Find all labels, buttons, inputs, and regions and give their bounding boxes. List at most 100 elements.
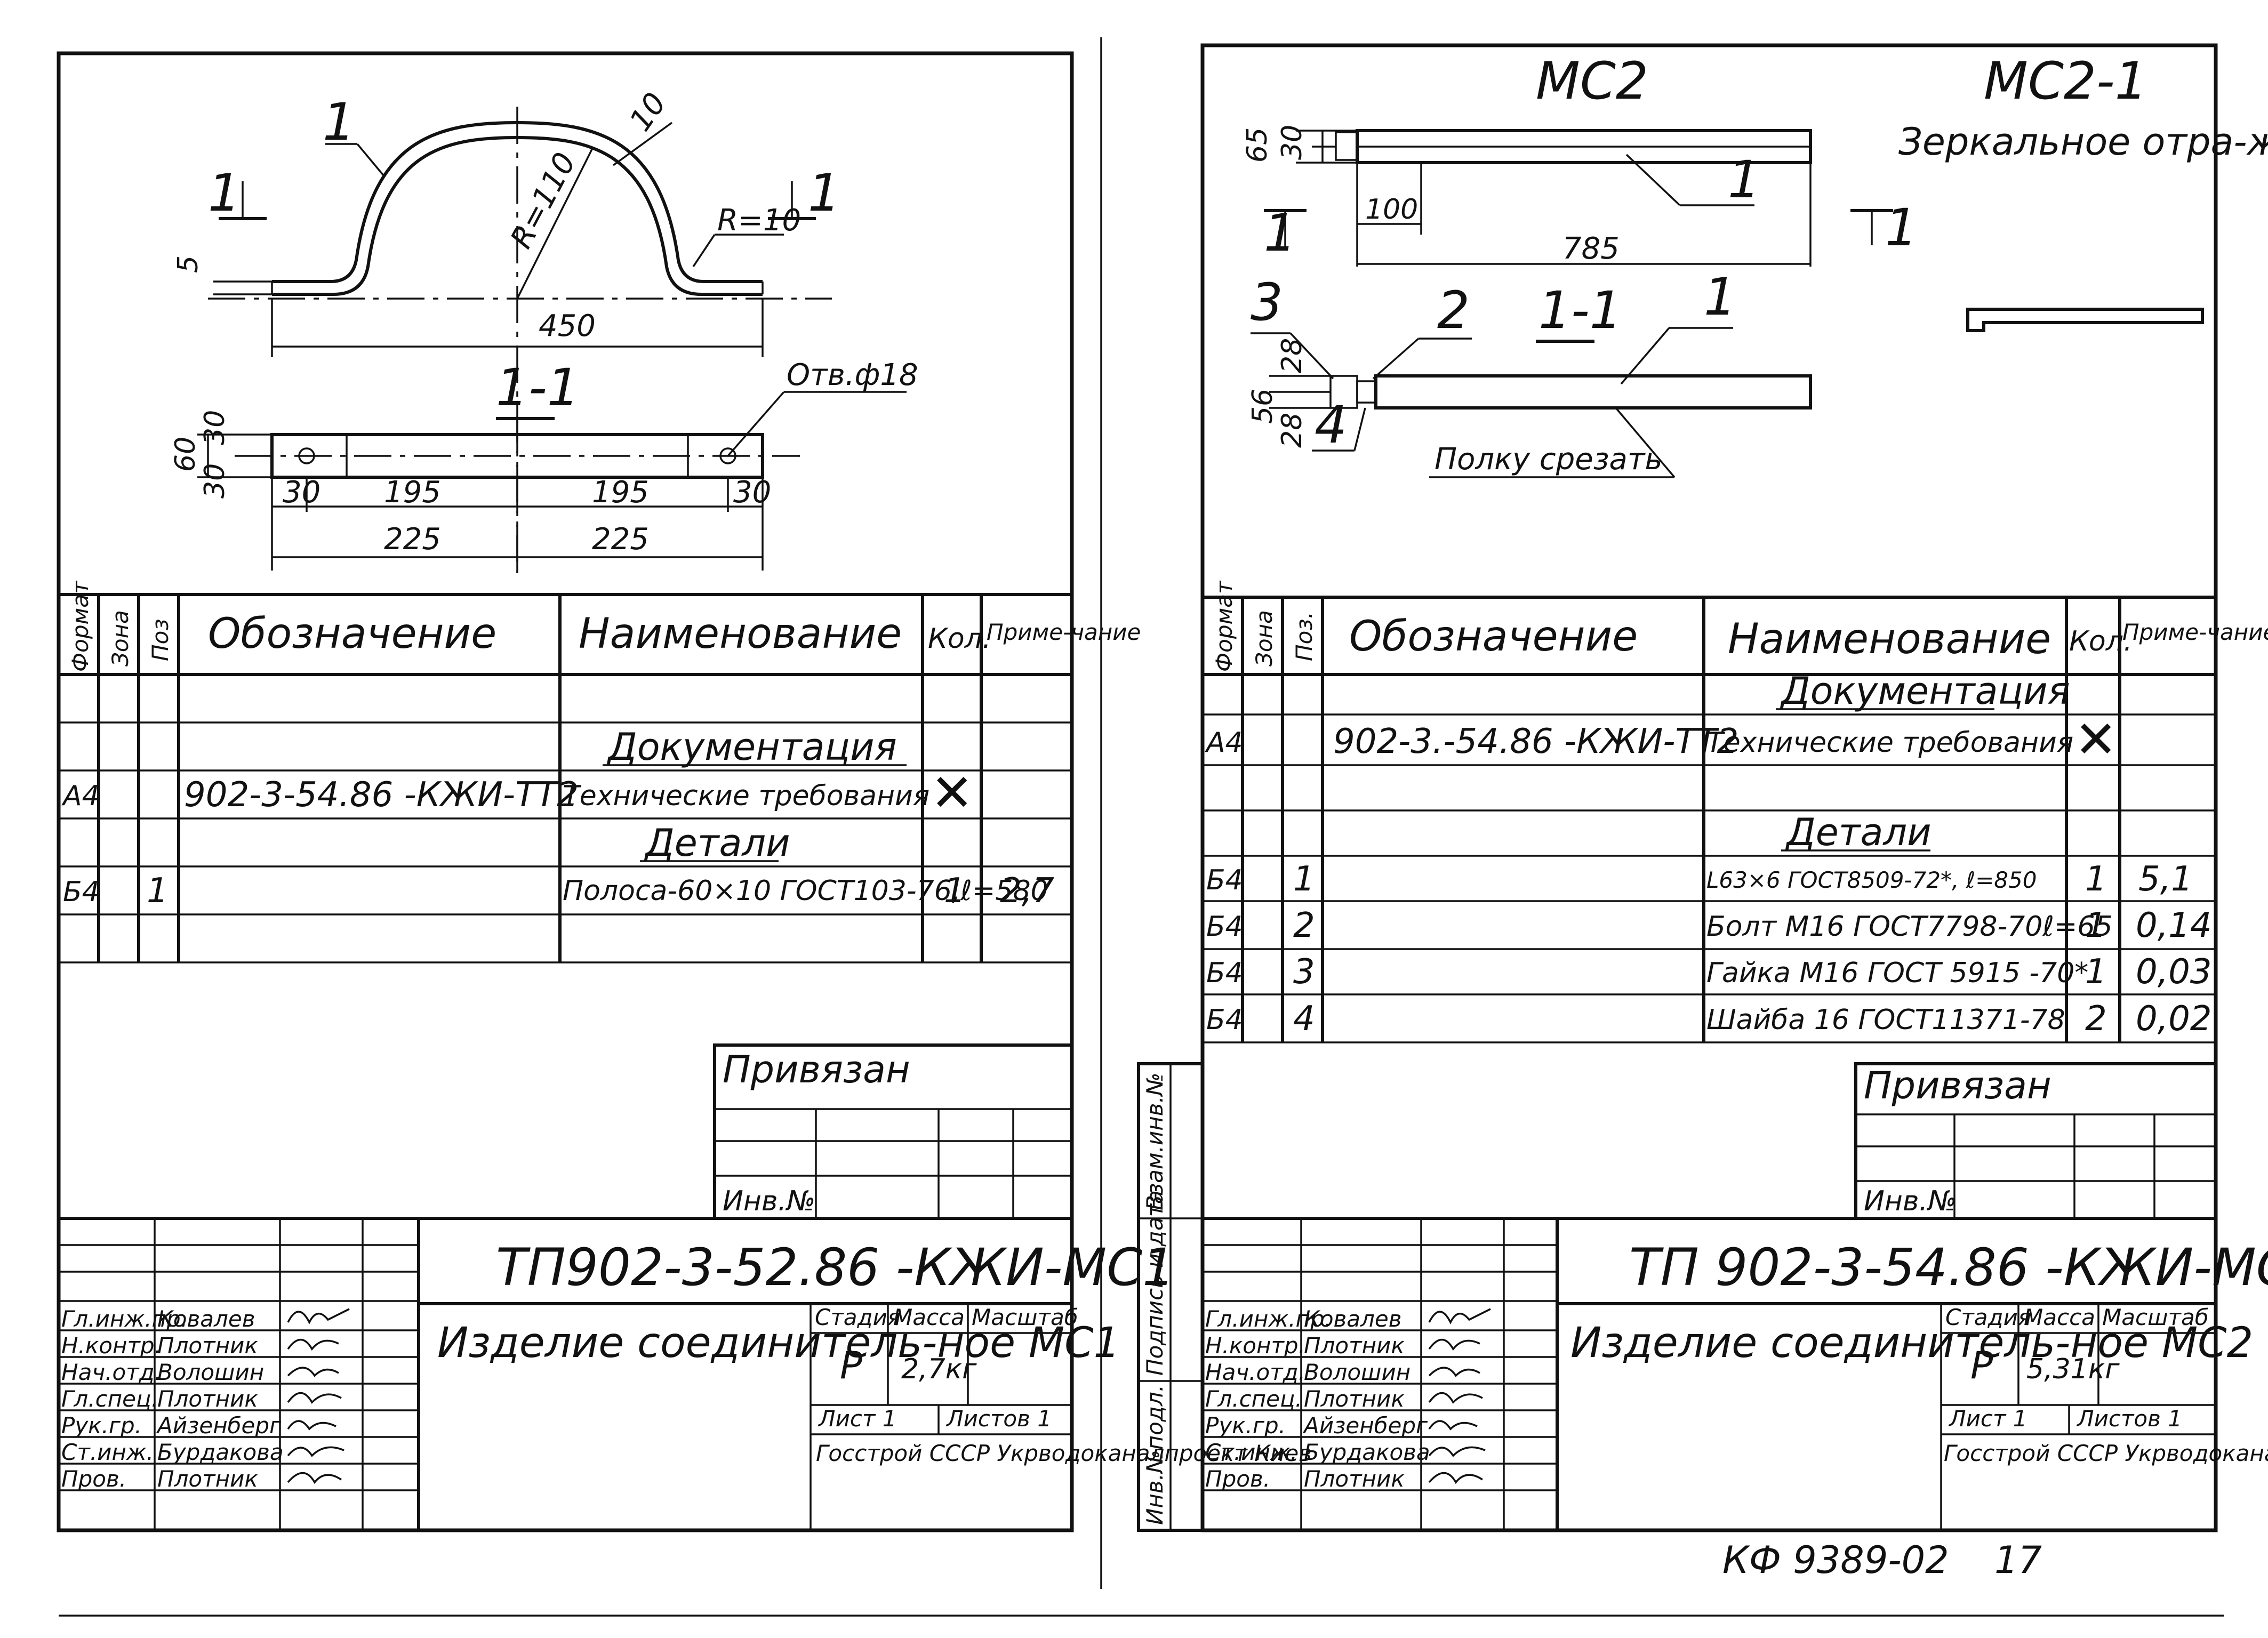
mirror-angle-sketch xyxy=(1966,308,2204,332)
side-label-podpis: Подпись и дата xyxy=(1142,1190,1168,1376)
dim-28-top: 28 xyxy=(1276,338,1308,373)
doc-qty-mark: ✕ xyxy=(931,763,973,823)
role-4: Рук.гр. xyxy=(1205,1412,1286,1439)
left-frame xyxy=(57,51,1074,1532)
dim-225-left: 225 xyxy=(384,522,441,557)
part-2-note: 0,03 xyxy=(2136,952,2212,992)
hole-note: Отв.ф18 xyxy=(787,358,918,392)
mass-value: 5,31кг xyxy=(2026,1353,2120,1385)
name-1: Плотник xyxy=(1304,1332,1405,1359)
mass-label: Масса xyxy=(2024,1304,2095,1330)
sheet-count: Листов 1 xyxy=(2076,1406,2182,1432)
side-label-inv-podl: Инв.№подл. xyxy=(1142,1385,1168,1525)
signature-2 xyxy=(287,1367,339,1377)
radius-small-label: R=10 xyxy=(717,203,801,238)
side-label-vzam: Взам.инв.№ xyxy=(1142,1073,1168,1210)
dim-56: 56 xyxy=(1247,389,1279,424)
right-title-block: ТП 902-3-54.86 -КЖИ-МС2 Изделие соединит… xyxy=(1203,1217,2268,1530)
hdr-format: Формат xyxy=(1211,580,1237,672)
part-0-name: L63×6 ГОСТ8509-72*, ℓ=850 xyxy=(1706,867,2037,893)
hdr-designation: Обозначение xyxy=(208,610,496,658)
footer-page: 17 xyxy=(1994,1538,2042,1582)
right-frame xyxy=(1200,43,2218,1532)
hdr-note: Приме-чание xyxy=(2122,619,2268,645)
doc-name: Технические требования xyxy=(1706,727,2073,759)
doc-format: А4 xyxy=(61,780,100,812)
role-1: Н.контр. xyxy=(61,1332,162,1359)
role-4: Рук.гр. xyxy=(61,1412,142,1439)
part-3-note: 0,02 xyxy=(2136,999,2212,1039)
name-5: Бурдакова xyxy=(1304,1439,1430,1465)
doc-designation: 902-3-54.86 -КЖИ-ТТ2 xyxy=(184,775,579,815)
part-3-qty: 2 xyxy=(2085,999,2107,1039)
mass-value: 2,7кг xyxy=(901,1353,977,1385)
role-2: Нач.отд. xyxy=(1205,1359,1305,1385)
dim-65: 65 xyxy=(1241,127,1273,163)
name-0: Ковалев xyxy=(1304,1306,1401,1332)
right-sheet: МС2 МС2-1 Зеркальное отра-жение. Остальн… xyxy=(1137,43,2268,1582)
part-2-pos: 3 xyxy=(1293,952,1315,992)
pos-2-label: 2 xyxy=(1437,280,1470,340)
dim-450-label: 450 xyxy=(539,309,596,343)
part-0-pos: 1 xyxy=(1293,860,1315,899)
scale-label: Масштаб xyxy=(972,1304,1078,1330)
doc-name: Технические требования xyxy=(563,780,929,812)
signature-1 xyxy=(1428,1338,1480,1351)
organization: Госстрой СССР Укрводоканалпроект Киев xyxy=(816,1440,1312,1466)
thickness-label: 5 xyxy=(172,255,204,273)
part-format: Б4 xyxy=(63,876,100,908)
name-3: Плотник xyxy=(1304,1386,1405,1412)
name-1: Плотник xyxy=(157,1332,258,1359)
name-4: Айзенберг xyxy=(156,1412,282,1439)
scale-label: Масштаб xyxy=(2102,1304,2209,1330)
right-privyazan-block: Привязан Инв.№ xyxy=(1854,1062,2217,1220)
part-2-format: Б4 xyxy=(1206,957,1243,989)
left-privyazan-block: Привязан Инв.№ xyxy=(713,1043,1073,1220)
part-note: 2,7 xyxy=(1000,871,1054,911)
role-0: Гл.инж.пр. xyxy=(61,1306,188,1332)
dim-30-right: 30 xyxy=(733,475,771,510)
title-mc2-1: МС2-1 xyxy=(1984,51,2147,111)
signature-6 xyxy=(1428,1472,1483,1484)
signature-0 xyxy=(287,1308,350,1324)
dim-h-top: 30 xyxy=(199,410,231,445)
left-spec-table: Формат Зона Поз Обозначение Наименование… xyxy=(59,580,1141,963)
signature-4 xyxy=(1428,1420,1478,1431)
left-drawing: 1 10 R=110 R=10 5 1 1 450 1-1 xyxy=(170,86,918,573)
part-1-qty: 1 xyxy=(2085,906,2107,945)
pos-4-label: 4 xyxy=(1315,395,1347,455)
bolt-head-top xyxy=(1335,131,1358,161)
dim-28-bottom: 28 xyxy=(1276,413,1308,448)
left-title-block: ТП902-3-52.86 -КЖИ-МС1 Изделие соедините… xyxy=(59,1217,1312,1530)
name-5: Бурдакова xyxy=(157,1439,284,1465)
hdr-designation: Обозначение xyxy=(1349,613,1638,661)
doc-designation: 902-3.-54.86 -КЖИ-ТТ2 xyxy=(1333,722,1738,761)
dim-h-total: 60 xyxy=(170,437,202,472)
part-0-qty: 1 xyxy=(2085,860,2107,899)
angle-section-view xyxy=(1374,374,1812,410)
footer-code: КФ 9389-02 xyxy=(1722,1538,1949,1582)
sheet-number: Лист 1 xyxy=(818,1406,897,1432)
part-0-note: 5,1 xyxy=(2138,860,2193,899)
dim-785: 785 xyxy=(1562,231,1620,266)
dim-195-right: 195 xyxy=(592,475,649,510)
signature-2 xyxy=(1428,1367,1480,1377)
part-1-name: Болт М16 ГОСТ7798-70ℓ=65 xyxy=(1706,911,2113,943)
part-qty: 1 xyxy=(944,871,966,911)
left-sheet: 1 10 R=110 R=10 5 1 1 450 1-1 xyxy=(57,37,1312,1589)
dim-h-bottom: 30 xyxy=(199,463,231,499)
title-mc2: МС2 xyxy=(1536,51,1648,111)
signature-5 xyxy=(287,1446,344,1457)
part-1-note: 0,14 xyxy=(2136,906,2212,945)
part-0-format: Б4 xyxy=(1206,864,1243,896)
hdr-format: Формат xyxy=(67,580,93,672)
radius-label: R=110 xyxy=(504,147,583,254)
hdr-pos: Поз. xyxy=(1291,612,1317,661)
section-mark-right: 1 xyxy=(1885,198,1918,258)
name-6: Плотник xyxy=(1304,1466,1405,1492)
stage-value: Р xyxy=(840,1344,863,1387)
radius-line xyxy=(516,149,593,299)
pos-1-label: 1 xyxy=(323,92,355,152)
doc-code: ТП 902-3-54.86 -КЖИ-МС2 xyxy=(1629,1238,2268,1297)
doc-format: А4 xyxy=(1205,727,1243,759)
